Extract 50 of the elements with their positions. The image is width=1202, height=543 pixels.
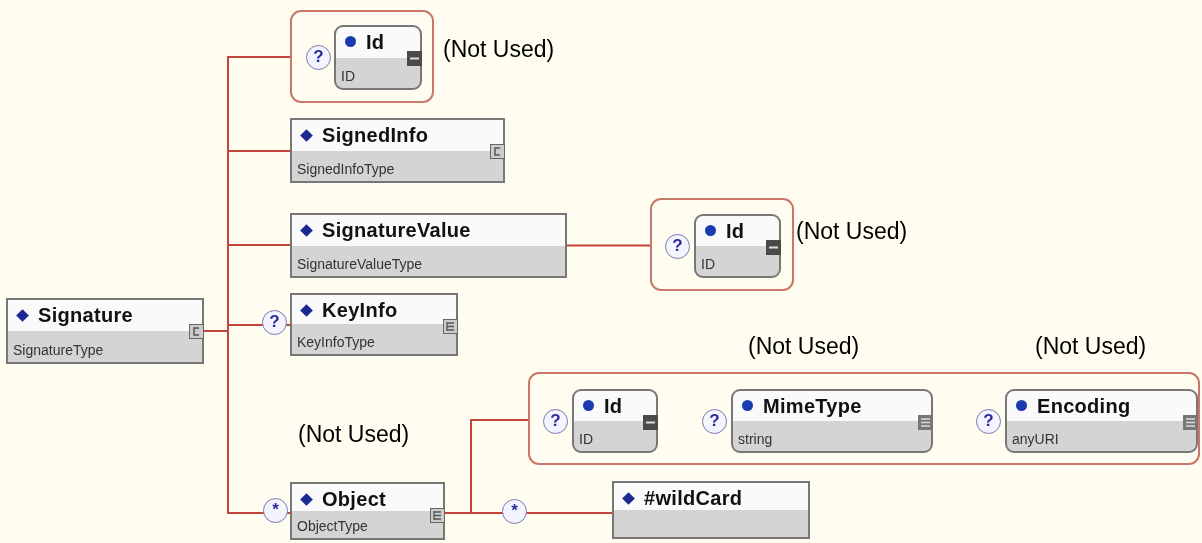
note-text: (Not Used) (443, 36, 555, 63)
element-name: KeyInfo (322, 299, 398, 322)
repeat-marker: * (263, 498, 288, 523)
attribute-name: Id (604, 395, 623, 418)
element-box (290, 482, 445, 540)
attribute-box (572, 389, 658, 453)
type-name: ID (701, 256, 715, 272)
attribute-name: Id (366, 31, 385, 54)
optional-marker: ? (665, 234, 690, 259)
attribute-group-box (528, 372, 1200, 465)
optional-marker: ? (976, 409, 1001, 434)
type-name: SignatureType (13, 342, 104, 358)
note-text: (Not Used) (298, 421, 410, 448)
attribute-name: MimeType (763, 395, 862, 418)
type-name: SignedInfoType (297, 161, 395, 177)
optional-marker: ? (262, 310, 287, 335)
optional-marker: ? (702, 409, 727, 434)
attribute-group-box (290, 10, 434, 103)
optional-marker: ? (543, 409, 568, 434)
element-box (6, 298, 204, 364)
repeat-marker: * (502, 499, 527, 524)
note-text: (Not Used) (748, 333, 860, 360)
attribute-box (731, 389, 933, 453)
type-name: anyURI (1012, 431, 1059, 447)
element-name: Object (322, 488, 387, 511)
element-box (612, 481, 810, 539)
attribute-box (694, 214, 781, 278)
element-name: SignatureValue (322, 219, 471, 242)
connector-line (203, 330, 291, 514)
element-name: SignedInfo (322, 124, 429, 147)
type-name: ID (579, 431, 593, 447)
type-name: KeyInfoType (297, 334, 375, 350)
type-name: ID (341, 68, 355, 84)
attribute-name: Encoding (1037, 395, 1131, 418)
element-box (290, 118, 505, 183)
optional-marker: ? (306, 45, 331, 70)
attribute-group-box (650, 198, 794, 291)
attribute-name: Id (726, 220, 745, 243)
connector-line (566, 244, 651, 247)
type-name: ObjectType (297, 518, 368, 534)
element-name: Signature (38, 304, 133, 327)
type-name: SignatureValueType (297, 256, 423, 272)
element-box (290, 213, 567, 278)
type-name: string (738, 431, 773, 447)
note-text: (Not Used) (796, 218, 908, 245)
attribute-box (334, 25, 422, 90)
attribute-box (1005, 389, 1198, 453)
element-name: #wildCard (644, 487, 743, 510)
element-box (290, 293, 458, 356)
note-text: (Not Used) (1035, 333, 1147, 360)
